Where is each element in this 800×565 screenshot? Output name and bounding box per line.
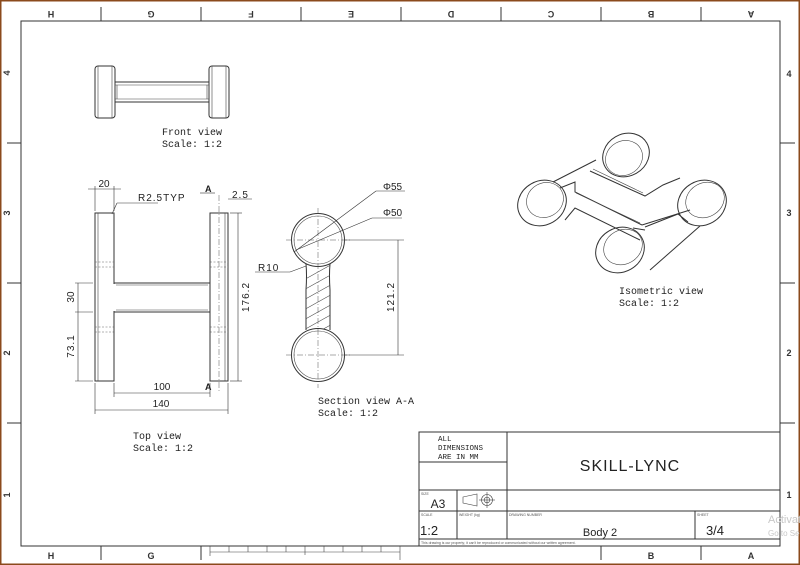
activation-watermark: Activate Windows Go to Settings to activ… [768,514,800,538]
dim-176-2: 176.2 [241,282,252,312]
top-view-title: Top view [133,431,181,443]
sheet-label: SHEET [697,513,710,517]
projection-symbol-icon [462,492,495,508]
note-line-1: ALL [438,436,452,444]
front-view-scale: Scale: 1:2 [162,139,222,151]
svg-text:B: B [648,551,655,561]
svg-text:1: 1 [2,492,12,497]
svg-text:G: G [147,9,154,19]
title-block: ALL DIMENSIONS ARE IN MM SKILL-LYNC SIZE… [418,431,781,547]
front-view: Front view Scale: 1:2 [94,65,230,151]
section-view: Φ55 Φ50 R10 121.2 Section view A-A Scale… [255,182,414,420]
dim-dia-55: Φ55 [383,182,403,193]
dim-121-2: 121.2 [386,282,397,312]
svg-text:H: H [48,551,55,561]
note-line-3: ARE IN MM [438,454,479,462]
svg-text:B: B [647,9,654,19]
zone-labels-left: 4 3 2 1 [2,70,12,497]
section-mark-top: A [205,184,212,194]
section-mark-bottom: A [205,382,212,392]
front-view-title: Front view [162,127,222,139]
svg-text:E: E [348,9,354,19]
svg-text:1: 1 [786,490,791,500]
scale-value: 1:2 [420,523,438,538]
svg-text:2: 2 [2,350,12,355]
dim-140: 140 [153,399,170,410]
dim-2-5: 2.5 [232,190,249,201]
weight-label: WEIGHT (kg) [459,513,480,517]
svg-text:H: H [48,9,55,19]
size-label: SIZE [421,492,429,496]
scale-label: SCALE [421,513,433,517]
svg-text:D: D [447,9,454,19]
company-name: SKILL-LYNC [580,458,680,475]
isometric-view-scale: Scale: 1:2 [619,298,679,310]
svg-text:F: F [248,9,254,19]
dim-20: 20 [98,179,110,190]
section-view-scale: Scale: 1:2 [318,408,378,420]
isometric-view: Isometric view Scale: 1:2 [517,132,727,310]
section-view-title: Section view A-A [318,396,414,408]
dim-dia-50: Φ50 [383,208,403,219]
zone-labels-right: 4 3 2 1 [786,69,791,500]
svg-text:4: 4 [786,69,791,79]
zone-labels-top: H G F E D C B A [48,9,755,19]
dim-r10: R10 [258,263,279,274]
dim-fillet: R2.5TYP [138,193,186,204]
svg-text:Activate Windows: Activate Windows [768,514,800,526]
svg-text:3: 3 [2,210,12,215]
svg-text:3: 3 [786,208,791,218]
svg-text:A: A [748,551,755,561]
svg-text:2: 2 [786,348,791,358]
svg-text:A: A [747,9,754,19]
note-line-2: DIMENSIONS [438,445,484,453]
zone-labels-bottom: H G B A [48,551,755,561]
drawing-number-label: DRAWING NUMBER [509,513,542,517]
frame [7,7,795,560]
footnote: This drawing is our property; it can't b… [421,541,576,545]
drawing-number: Body 2 [583,527,617,539]
svg-text:G: G [147,551,154,561]
isometric-view-title: Isometric view [619,286,703,298]
dim-100: 100 [154,382,171,393]
svg-text:C: C [547,9,554,19]
top-view-scale: Scale: 1:2 [133,443,193,455]
svg-text:4: 4 [2,70,12,75]
dim-30: 30 [66,291,77,303]
sheet-number: 3/4 [706,523,724,538]
dim-73-1: 73.1 [66,334,77,357]
top-view: 20 R2.5TYP A 2.5 176.2 30 73.1 100 A 140… [66,179,252,455]
svg-text:Go to Settings to activate Win: Go to Settings to activate Windows. [768,529,800,538]
sheet-size: A3 [431,497,446,511]
